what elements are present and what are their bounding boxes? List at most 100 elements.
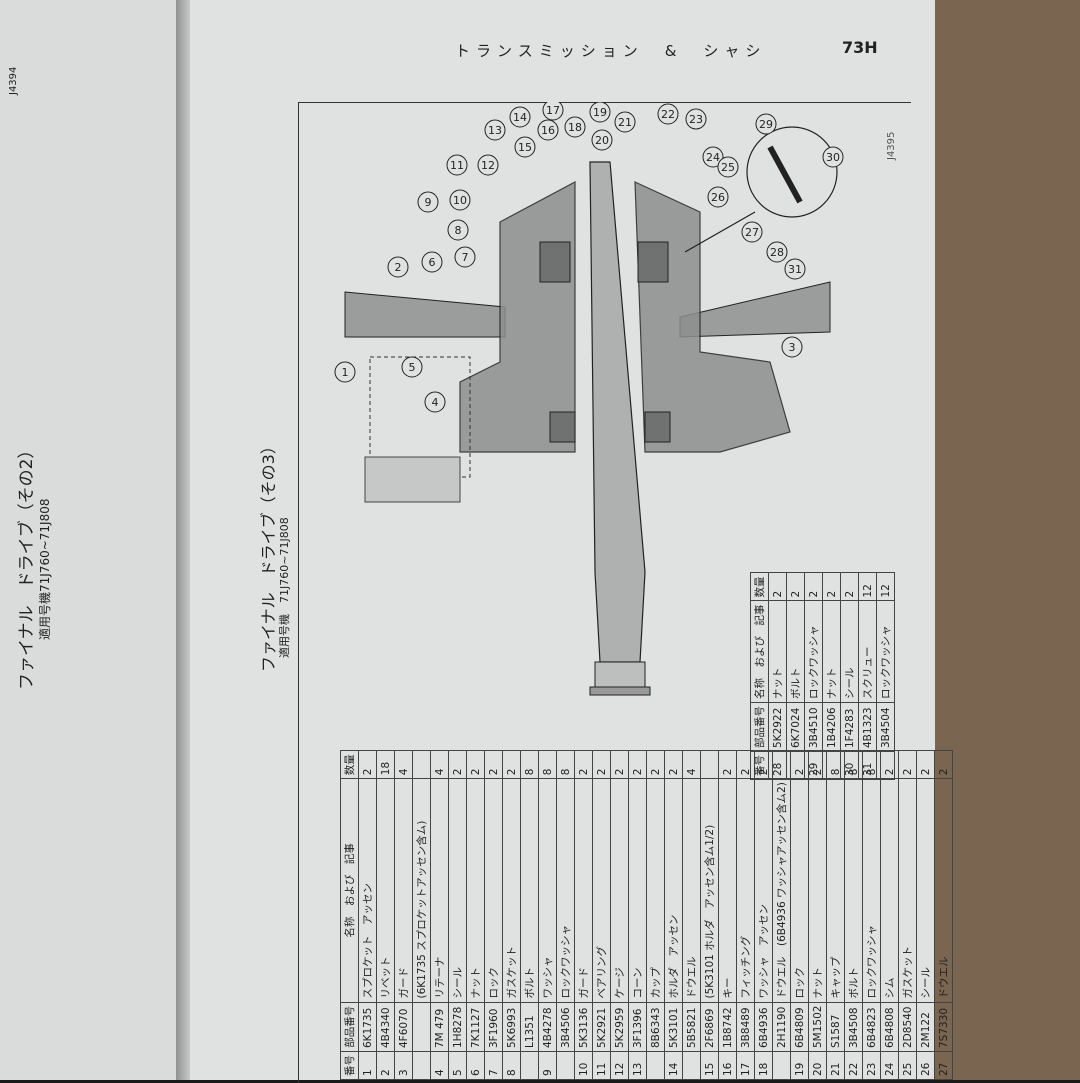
cell-name: ロック bbox=[790, 778, 809, 1003]
cell-name: ロックワッシャ bbox=[862, 778, 881, 1003]
cell-no bbox=[822, 751, 841, 780]
callout-circle bbox=[564, 116, 586, 138]
cell-name: ドウエル bbox=[934, 778, 953, 1003]
cell-qty: 2 bbox=[768, 573, 787, 601]
cell-no bbox=[682, 1051, 701, 1080]
cell-no: 23 bbox=[862, 1051, 881, 1080]
cell-name: カップ bbox=[646, 778, 665, 1003]
cell-name: ワッシャ アッセン bbox=[754, 778, 773, 1003]
cell-qty: 8 bbox=[556, 750, 575, 779]
cell-name: (6K1735 スプロケットアッセン含ム) bbox=[412, 778, 431, 1003]
callout-circle bbox=[685, 108, 707, 130]
callout-circle bbox=[417, 191, 439, 213]
callout-circle bbox=[424, 391, 446, 413]
cell-part: 3B4504 bbox=[876, 702, 895, 752]
cell-no: 14 bbox=[664, 1051, 683, 1080]
cell-no: 20 bbox=[808, 1051, 827, 1080]
cell-no: 3 bbox=[394, 1051, 413, 1080]
cell-part: 2F6869 bbox=[700, 1002, 719, 1052]
cell-name: ロックワッシャ bbox=[804, 601, 823, 703]
cell-no: 24 bbox=[880, 1051, 899, 1080]
cell-no bbox=[646, 1051, 665, 1080]
cell-no: 13 bbox=[628, 1051, 647, 1080]
left-page-title: ファイナル ドライブ（その2） bbox=[17, 441, 37, 690]
cell-part: 3B4506 bbox=[556, 1002, 575, 1052]
cell-part bbox=[412, 1002, 431, 1052]
callout-number: 1 bbox=[342, 366, 349, 379]
cell-qty: 2 bbox=[934, 750, 953, 779]
cell-no bbox=[520, 1051, 539, 1080]
cell-name: ロック bbox=[484, 778, 503, 1003]
callout-number: 12 bbox=[481, 159, 495, 172]
cell-name: シール bbox=[916, 778, 935, 1003]
cell-name: フィッチング bbox=[736, 778, 755, 1003]
cell-no: 9 bbox=[538, 1051, 557, 1080]
cell-no: 1 bbox=[358, 1051, 377, 1080]
cell-part: 3B4510 bbox=[804, 702, 823, 752]
cell-qty: 2 bbox=[358, 750, 377, 779]
cell-no: 10 bbox=[574, 1051, 593, 1080]
cell-qty: 2 bbox=[610, 750, 629, 779]
cell-part: 3F1960 bbox=[484, 1002, 503, 1052]
callout-circle bbox=[766, 241, 788, 263]
cell-qty: 4 bbox=[394, 750, 413, 779]
right-drawing-id: J4395 bbox=[886, 131, 897, 160]
callout-number: 27 bbox=[745, 226, 759, 239]
cell-part: 5K2959 bbox=[610, 1002, 629, 1052]
cell-qty: 2 bbox=[840, 573, 859, 601]
cell-name: ホルダ アッセン bbox=[664, 778, 683, 1003]
figure-frame bbox=[298, 102, 911, 1083]
cell-name: スクリュー bbox=[858, 601, 877, 703]
cell-no: 8 bbox=[502, 1051, 521, 1080]
callout-number: 26 bbox=[711, 191, 725, 204]
cell-part: 3B8489 bbox=[736, 1002, 755, 1052]
cell-part: 6B4809 bbox=[790, 1002, 809, 1052]
table-header-row: 番号部品番号名称 および 記事数量 bbox=[750, 573, 769, 780]
cell-part: 8B6343 bbox=[646, 1002, 665, 1052]
left-page-applicable: 適用号機71J760~71J808 bbox=[38, 498, 52, 640]
column-header-name: 名称 および 記事 bbox=[340, 778, 359, 1003]
callout-circle bbox=[741, 221, 763, 243]
callout-circle bbox=[589, 102, 611, 123]
cell-part: 5B5821 bbox=[682, 1002, 701, 1052]
cell-part: 5K6993 bbox=[502, 1002, 521, 1052]
callout-number: 3 bbox=[789, 341, 796, 354]
cell-part: 4F6070 bbox=[394, 1002, 413, 1052]
cell-part: 5K2921 bbox=[592, 1002, 611, 1052]
cell-qty bbox=[700, 750, 719, 779]
cell-qty: 18 bbox=[376, 750, 395, 779]
book-gutter bbox=[176, 0, 192, 1080]
cell-name: リベット bbox=[376, 778, 395, 1003]
book-edge bbox=[930, 0, 1080, 1080]
cell-part: 6B4808 bbox=[880, 1002, 899, 1052]
cell-no: 17 bbox=[736, 1051, 755, 1080]
cell-name: ドウエル (6B4936 ワッシャアッセン含ム2) bbox=[772, 778, 791, 1003]
cell-part: 1F4283 bbox=[840, 702, 859, 752]
callout-circle bbox=[657, 103, 679, 125]
callout-circle bbox=[614, 111, 636, 133]
cell-qty: 2 bbox=[664, 750, 683, 779]
cell-name: ボルト bbox=[844, 778, 863, 1003]
cell-qty: 2 bbox=[466, 750, 485, 779]
table-row: (6K1735 スプロケットアッセン含ム) bbox=[412, 750, 431, 1080]
cell-qty: 12 bbox=[858, 573, 877, 601]
cell-name: ナット bbox=[768, 601, 787, 703]
